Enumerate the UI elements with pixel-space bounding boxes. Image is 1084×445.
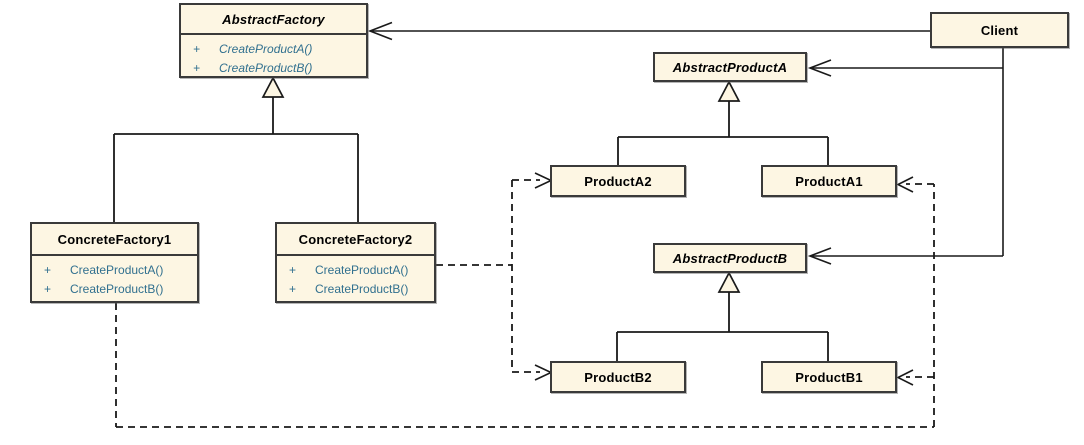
open-arrowhead xyxy=(896,369,914,386)
class-title: AbstractProductB xyxy=(672,250,788,266)
open-arrowhead xyxy=(367,21,393,41)
class-concrete-factory1[interactable]: ConcreteFactory1 + CreateProductA() + Cr… xyxy=(30,222,199,303)
method-list: + CreateProductA() + CreateProductB() xyxy=(181,35,366,78)
open-arrowhead xyxy=(807,247,832,265)
generalization-products-a xyxy=(617,80,829,165)
class-product-a1[interactable]: ProductA1 xyxy=(761,165,897,197)
class-title: ProductB1 xyxy=(795,369,863,385)
class-title: AbstractProductA xyxy=(672,59,788,75)
class-abstract-product-b[interactable]: AbstractProductB xyxy=(653,243,807,273)
open-arrowhead xyxy=(807,59,832,77)
dependency-concretefactory1 xyxy=(115,176,935,428)
class-title: ConcreteFactory1 xyxy=(32,224,197,256)
hollow-triangle xyxy=(717,271,741,293)
class-product-a2[interactable]: ProductA2 xyxy=(550,165,686,197)
hollow-triangle xyxy=(717,80,741,102)
method-item: + CreateProductA() xyxy=(289,263,409,277)
class-title: ConcreteFactory2 xyxy=(277,224,434,256)
method-list: + CreateProductA() + CreateProductB() xyxy=(32,256,197,299)
hollow-triangle xyxy=(261,76,285,98)
generalization-products-b xyxy=(616,271,829,361)
association-client-abstractproductb xyxy=(807,247,1003,265)
method-item: + CreateProductA() xyxy=(193,42,313,56)
class-title: ProductA1 xyxy=(795,173,863,189)
class-product-b2[interactable]: ProductB2 xyxy=(550,361,686,393)
class-product-b1[interactable]: ProductB1 xyxy=(761,361,897,393)
association-client-abstractproducta xyxy=(807,59,1003,77)
class-title: AbstractFactory xyxy=(181,5,366,35)
class-title: ProductB2 xyxy=(584,369,652,385)
method-item: + CreateProductA() xyxy=(44,263,164,277)
dependency-concretefactory2 xyxy=(436,172,553,381)
method-item: + CreateProductB() xyxy=(289,282,409,296)
generalization-factories xyxy=(113,76,359,222)
class-abstract-factory[interactable]: AbstractFactory + CreateProductA() + Cre… xyxy=(179,3,368,78)
method-item: + CreateProductB() xyxy=(193,61,313,75)
association-client-abstractfactory xyxy=(367,21,930,41)
method-list: + CreateProductA() + CreateProductB() xyxy=(277,256,434,299)
class-abstract-product-a[interactable]: AbstractProductA xyxy=(653,52,807,82)
class-client[interactable]: Client xyxy=(930,12,1069,48)
class-concrete-factory2[interactable]: ConcreteFactory2 + CreateProductA() + Cr… xyxy=(275,222,436,303)
method-item: + CreateProductB() xyxy=(44,282,164,296)
open-arrowhead xyxy=(896,176,914,193)
class-title: Client xyxy=(980,22,1019,38)
class-title: ProductA2 xyxy=(584,173,652,189)
